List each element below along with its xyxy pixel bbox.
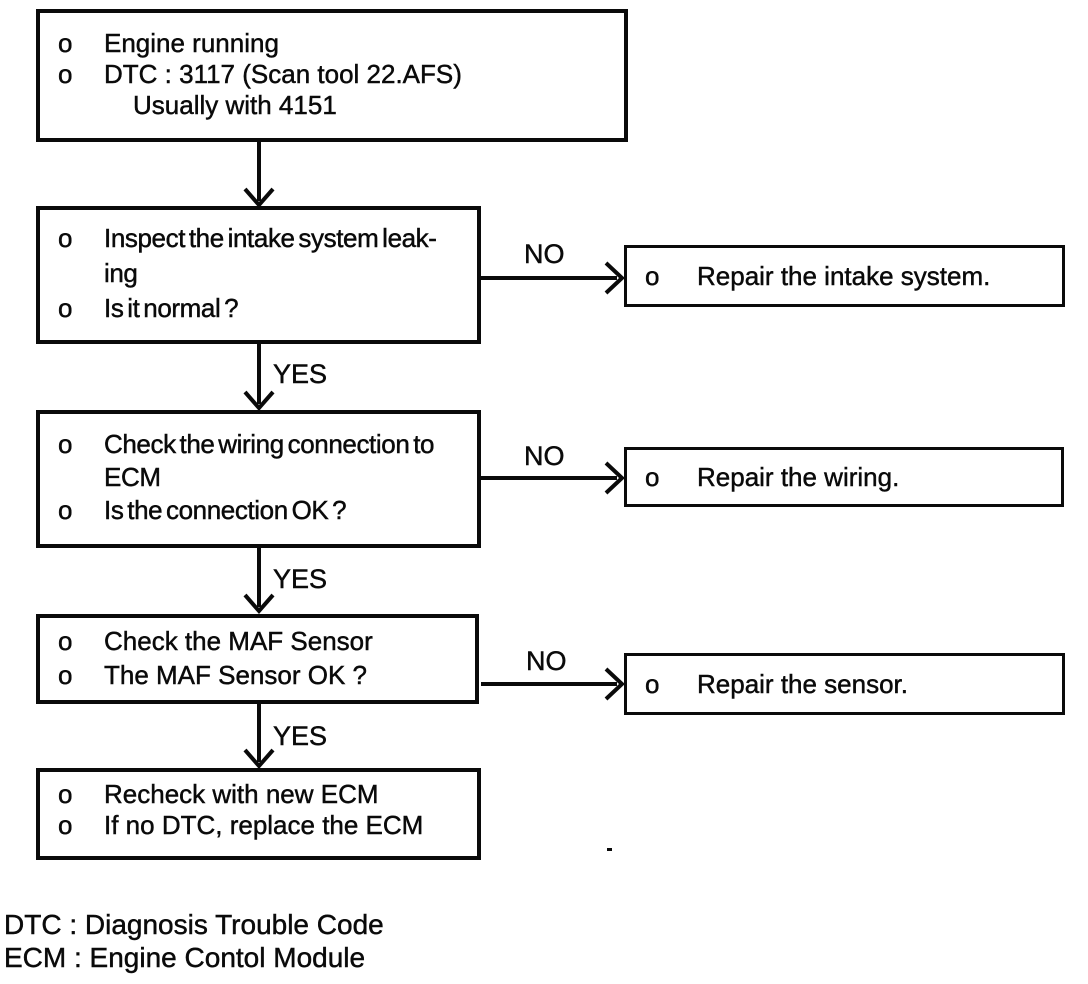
label-yes-3: YES bbox=[273, 721, 328, 751]
list-item: o Check the MAF Sensor bbox=[40, 624, 475, 658]
bullet-marker: o bbox=[58, 779, 73, 809]
node-repair-sensor: o Repair the sensor. bbox=[624, 653, 1065, 715]
bullet-marker: o bbox=[645, 260, 660, 291]
label-yes-2: YES bbox=[273, 564, 328, 594]
list-item: o Check the wiring connection to bbox=[40, 428, 477, 461]
list-item: ECM bbox=[104, 462, 161, 492]
bullet-marker: o bbox=[58, 223, 73, 253]
footnote-dtc: DTC : Diagnosis Trouble Code bbox=[4, 909, 384, 940]
list-item: o Repair the wiring. bbox=[627, 461, 1061, 493]
bullet-marker: o bbox=[58, 495, 73, 525]
node-check-wiring: o Check the wiring connection to ECM o I… bbox=[36, 410, 481, 548]
label-no-1: NO bbox=[524, 239, 565, 269]
list-item: o Is it normal ? bbox=[40, 291, 477, 326]
node-start: o Engine running o DTC : 3117 (Scan tool… bbox=[36, 9, 628, 142]
node-inspect-intake: o Inspect the intake system leak- ing o … bbox=[36, 206, 481, 344]
list-item: o The MAF Sensor OK ? bbox=[40, 658, 475, 692]
bullet-marker: o bbox=[58, 59, 73, 89]
list-item: o Is the connection OK ? bbox=[40, 494, 477, 527]
list-item: o Repair the intake system. bbox=[627, 260, 1062, 292]
list-item: o Engine running bbox=[40, 28, 624, 59]
list-item: o Inspect the intake system leak- bbox=[40, 221, 477, 256]
bullet-marker: o bbox=[58, 660, 73, 690]
bullet-marker: o bbox=[58, 28, 73, 58]
arrowhead-right-3 bbox=[604, 667, 625, 701]
label-no-3: NO bbox=[526, 646, 567, 676]
scan-speck bbox=[607, 848, 612, 851]
list-item: ing bbox=[104, 258, 138, 288]
arrowhead-right-2 bbox=[604, 461, 625, 495]
arrowhead-down-4 bbox=[243, 748, 275, 770]
list-item: o Repair the sensor. bbox=[627, 668, 1062, 700]
node-check-maf: o Check the MAF Sensor o The MAF Sensor … bbox=[36, 614, 479, 704]
node-repair-intake: o Repair the intake system. bbox=[624, 245, 1065, 307]
list-item: Usually with 4151 bbox=[133, 90, 337, 120]
arrowhead-down-3 bbox=[243, 593, 275, 615]
bullet-marker: o bbox=[645, 461, 660, 492]
arrowhead-down-1 bbox=[243, 187, 275, 209]
bullet-marker: o bbox=[58, 429, 73, 459]
node-repair-wiring: o Repair the wiring. bbox=[624, 447, 1064, 507]
list-item: o Recheck with new ECM bbox=[40, 779, 477, 810]
bullet-marker: o bbox=[58, 810, 73, 840]
label-no-2: NO bbox=[524, 441, 565, 471]
footnote-ecm: ECM : Engine Contol Module bbox=[4, 942, 366, 973]
bullet-marker: o bbox=[645, 668, 660, 699]
list-item: o DTC : 3117 (Scan tool 22.AFS) bbox=[40, 59, 624, 90]
bullet-marker: o bbox=[58, 293, 73, 323]
list-item: o If no DTC, replace the ECM bbox=[40, 810, 477, 841]
arrowhead-down-2 bbox=[243, 390, 275, 412]
node-recheck-ecm: o Recheck with new ECM o If no DTC, repl… bbox=[36, 768, 481, 860]
bullet-marker: o bbox=[58, 626, 73, 656]
label-yes-1: YES bbox=[273, 359, 328, 389]
arrowhead-right-1 bbox=[604, 261, 625, 295]
